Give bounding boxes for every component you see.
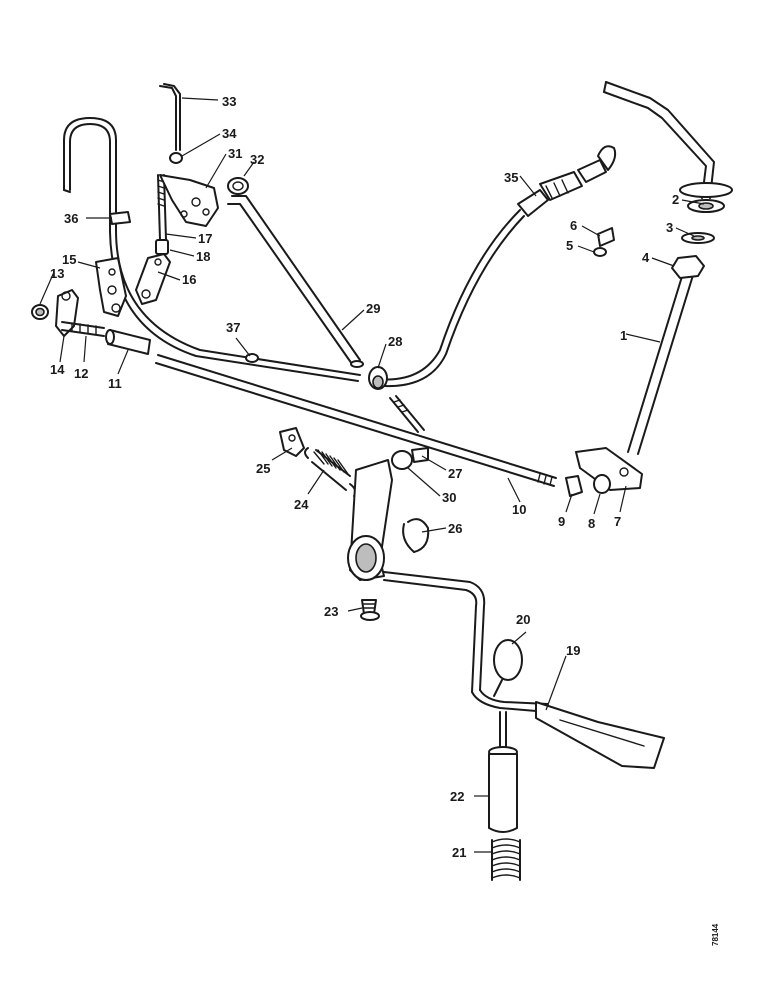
figure-reference-code: 78144	[711, 923, 720, 946]
part-11-sleeve	[105, 329, 151, 355]
callout-29: 29	[366, 301, 380, 316]
callout-20: 20	[516, 612, 530, 627]
part-28-lower-stud	[389, 395, 425, 433]
part-34-nut	[169, 152, 183, 164]
callout-16: 16	[182, 272, 196, 287]
callout-2: 2	[672, 192, 679, 207]
part-1-selector-rod	[603, 81, 715, 455]
part-3-washer	[681, 232, 715, 244]
callout-14: 14	[50, 362, 65, 377]
part-2-washer	[679, 182, 733, 213]
callout-13: 13	[50, 266, 64, 281]
part-32-rod-end	[227, 177, 249, 195]
part-36-cable-loop	[63, 117, 361, 382]
callout-25: 25	[256, 461, 270, 476]
callout-23: 23	[324, 604, 338, 619]
callout-8: 8	[588, 516, 595, 531]
part-14-clip	[55, 289, 79, 337]
part-24-spring	[304, 447, 357, 497]
part-28-collar	[368, 366, 388, 390]
part-7-block	[575, 447, 643, 491]
part-25-anchor-plate	[279, 427, 305, 457]
callout-6: 6	[570, 218, 577, 233]
callout-35: 35	[504, 170, 518, 185]
leader-lines	[39, 97, 705, 853]
callout-31: 31	[228, 146, 242, 161]
callout-19: 19	[566, 643, 580, 658]
part-16-lever	[135, 253, 171, 305]
callout-10: 10	[512, 502, 526, 517]
part-23-bolt	[360, 599, 380, 621]
callout-12: 12	[74, 366, 88, 381]
callout-9: 9	[558, 514, 565, 529]
callout-34: 34	[222, 126, 237, 141]
callout-21: 21	[452, 845, 466, 860]
callout-17: 17	[198, 231, 212, 246]
callout-15: 15	[62, 252, 76, 267]
part-35-cable	[369, 145, 617, 387]
callout-5: 5	[566, 238, 573, 253]
part-22-damper	[488, 711, 518, 833]
part-27-pin	[411, 447, 429, 463]
part-20-eye-bolt	[493, 639, 523, 697]
part-10-long-rod	[155, 354, 557, 487]
part-26-circlip	[402, 518, 430, 553]
callout-11: 11	[108, 376, 122, 391]
callout-18: 18	[196, 249, 210, 264]
callout-32: 32	[250, 152, 264, 167]
part-33-bent-rod	[159, 83, 181, 151]
callout-26: 26	[448, 521, 462, 536]
part-18-nut	[155, 239, 169, 255]
callout-7: 7	[614, 514, 621, 529]
callout-30: 30	[442, 490, 456, 505]
part-21-spring	[491, 838, 521, 881]
part-6-screw	[597, 227, 615, 247]
part-30-nut	[391, 450, 413, 470]
part-15-lever	[95, 257, 127, 317]
callout-3: 3	[666, 220, 673, 235]
callout-4: 4	[642, 250, 650, 265]
part-13-bush	[31, 304, 49, 320]
callout-1: 1	[620, 328, 627, 343]
callout-33: 33	[222, 94, 236, 109]
callout-36: 36	[64, 211, 78, 226]
callout-22: 22	[450, 789, 464, 804]
callout-labels: 1 2 3 4 5 6 7 8 9 10 11 12 13 14 15 16 1…	[50, 94, 679, 860]
part-29-push-rod	[227, 195, 364, 368]
part-4-nut	[671, 255, 705, 279]
part-19-pedal-lever	[347, 459, 665, 769]
part-5-nut	[593, 247, 607, 257]
part-8-nut	[593, 474, 611, 494]
callout-37: 37	[226, 320, 240, 335]
part-31-bracket-plate	[159, 174, 219, 227]
part-9-elbow	[565, 475, 583, 497]
callout-24: 24	[294, 497, 309, 512]
part-12-pin	[61, 321, 105, 337]
callout-27: 27	[448, 466, 462, 481]
callout-28: 28	[388, 334, 402, 349]
